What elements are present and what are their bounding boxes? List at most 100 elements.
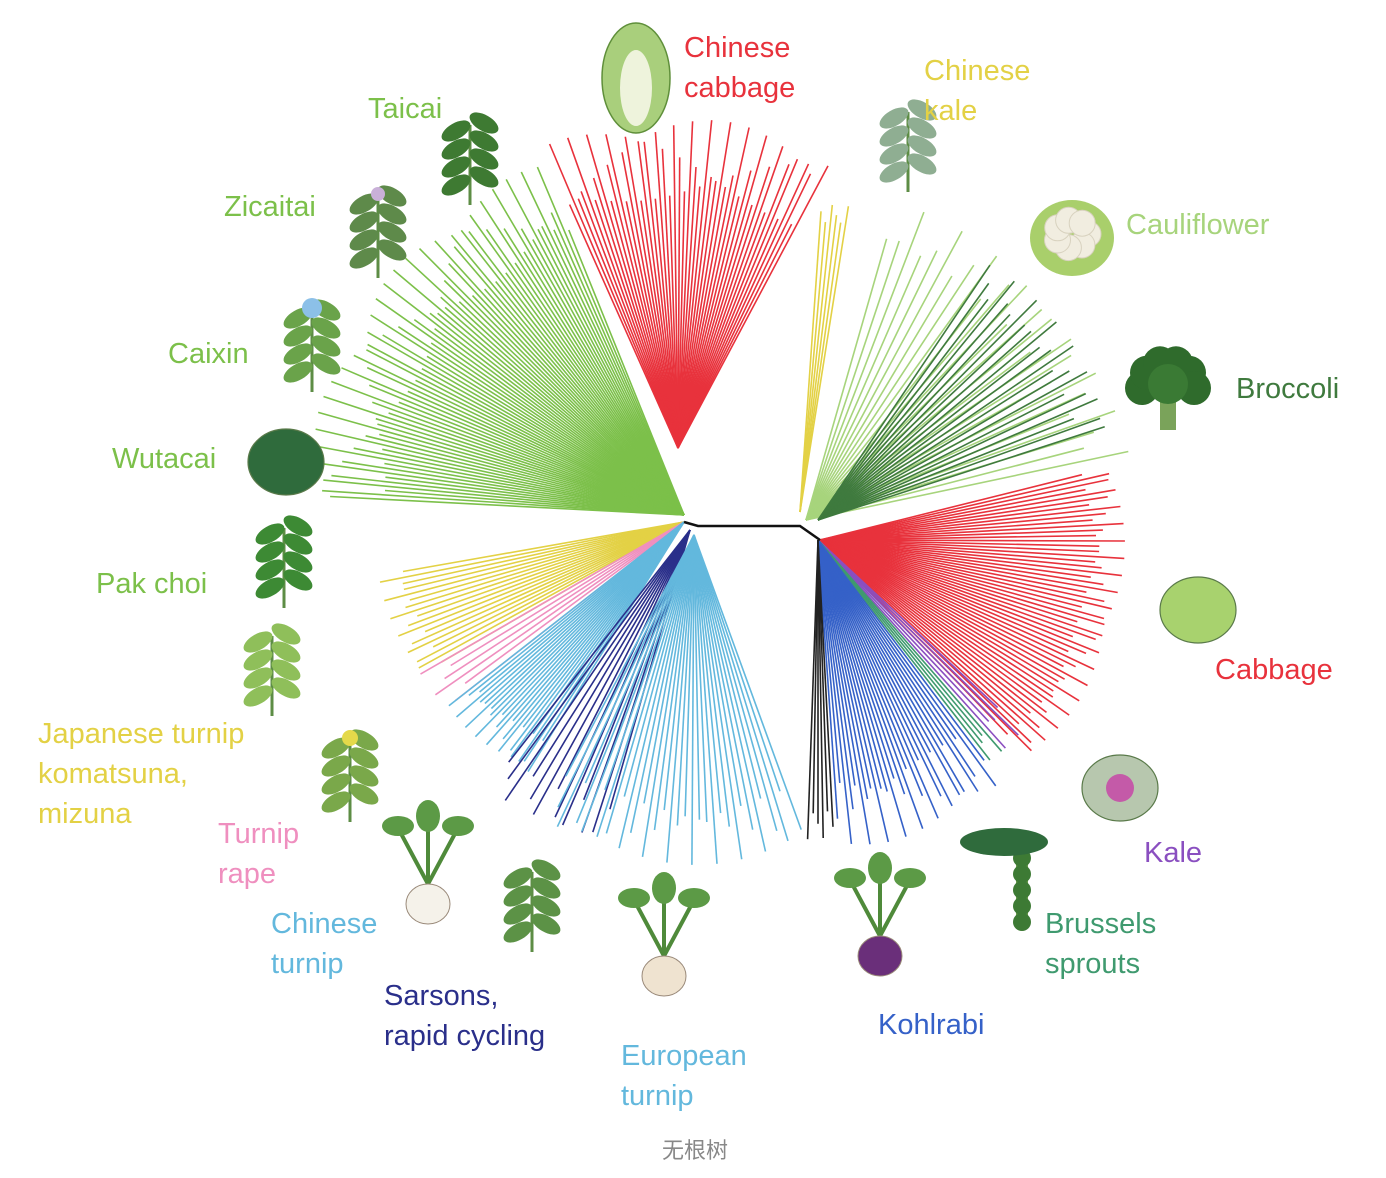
label-line: Kale [1144, 837, 1202, 869]
tree-branch [375, 298, 685, 516]
tree-branch [819, 539, 1104, 586]
tree-branch [624, 136, 679, 449]
tree-branch [819, 522, 1124, 541]
label-line: sprouts [1045, 948, 1140, 980]
label-line: kale [924, 95, 977, 127]
tree-branch [817, 539, 991, 761]
tree-branch [663, 534, 695, 811]
tree-branch [819, 539, 1064, 668]
tree-branch [677, 176, 712, 449]
tree-branch [581, 534, 695, 832]
tree-branch [440, 296, 685, 516]
label-pak-choi: Pak choi [96, 568, 207, 600]
tree-branch [819, 539, 1102, 569]
tree-branch [819, 539, 1082, 608]
tree-branch [819, 539, 1125, 560]
tree-branch [817, 539, 979, 792]
label-kale: Kale [1144, 837, 1202, 869]
tree-branch [677, 186, 701, 449]
branch-fan-kohlrabi [817, 539, 997, 845]
tree-branch [806, 539, 819, 840]
label-line: komatsuna, [38, 758, 188, 790]
tree-branch [817, 539, 872, 789]
figure-caption: 无根树 [662, 1139, 728, 1164]
tree-branch [557, 534, 695, 808]
tree-branch [799, 204, 834, 513]
tree-branch [383, 282, 685, 516]
blue-flower-icon [283, 298, 341, 392]
tree-branch [677, 127, 750, 449]
tree-branch [819, 539, 1076, 668]
tree-branch [505, 179, 685, 516]
tree-branch [605, 534, 695, 834]
tree-branch [448, 263, 685, 516]
label-line: European [621, 1040, 747, 1072]
tree-branch [693, 534, 708, 823]
tree-branch [409, 521, 685, 601]
leafy-greens-icon [441, 112, 499, 205]
tree-branch [819, 488, 1086, 541]
tree-branch [817, 313, 1011, 521]
tree-branch [453, 246, 685, 516]
label-line: Sarsons, [384, 980, 498, 1012]
cabbage-head-icon [1159, 576, 1237, 644]
branch-fan-cabbage [819, 472, 1125, 752]
tree-branch [411, 521, 685, 645]
tree-branch [460, 229, 685, 516]
tree-branch [817, 539, 853, 844]
tree-branch [315, 445, 685, 516]
tree-branch [464, 521, 685, 684]
tree-branch [677, 212, 766, 449]
napa-cabbage-icon [601, 22, 671, 134]
tree-branch [536, 166, 685, 516]
tree-branch [367, 343, 685, 516]
tree-branch [819, 539, 1054, 692]
tree-branch [677, 191, 686, 449]
brussels-sprouts-icon [960, 828, 1048, 931]
tree-branch [819, 539, 1054, 698]
tree-branch [819, 519, 1093, 541]
tree-branch [693, 534, 701, 820]
tree-branch [418, 521, 685, 669]
tree-branch [353, 447, 685, 516]
label-line: turnip [271, 948, 344, 980]
label-wutacai: Wutacai [112, 443, 216, 475]
label-line: mizuna [38, 798, 132, 830]
tree-branch [420, 521, 685, 675]
tree-branch [342, 460, 685, 516]
tree-branch [819, 539, 1031, 714]
tree-branch [556, 534, 695, 828]
tree-branch [392, 269, 685, 516]
tree-branch [596, 534, 695, 837]
tree-branch [817, 539, 839, 819]
tree-branch [585, 134, 679, 449]
tree-branch [819, 539, 1095, 671]
label-line: Brussels [1045, 908, 1156, 940]
tree-branch [666, 534, 695, 863]
tree-branch [384, 521, 685, 602]
tree-branch [407, 521, 685, 654]
tree-branch [819, 539, 1100, 553]
tree-branch [405, 257, 685, 516]
tree-branch [568, 204, 679, 449]
label-line: Cauliflower [1126, 209, 1270, 241]
tree-branch [677, 180, 717, 449]
tree-branch [594, 199, 679, 449]
branch-fan-brussels-sprouts [817, 539, 1003, 761]
tree-branch [817, 417, 1101, 521]
branch-fan-broccoli [817, 264, 1105, 521]
tree-branch [353, 354, 685, 516]
tree-branch [677, 175, 734, 449]
tree-branch [817, 539, 924, 797]
tree-branch [450, 234, 685, 516]
tree-branch [643, 141, 679, 449]
tree-branch [819, 539, 1069, 653]
tree-branch [819, 539, 1078, 623]
tree-branch [819, 504, 1090, 541]
label-line: Taicai [368, 93, 442, 125]
tree-branch [693, 534, 731, 827]
rosette-icon [247, 428, 325, 496]
tree-branch [819, 539, 1096, 563]
